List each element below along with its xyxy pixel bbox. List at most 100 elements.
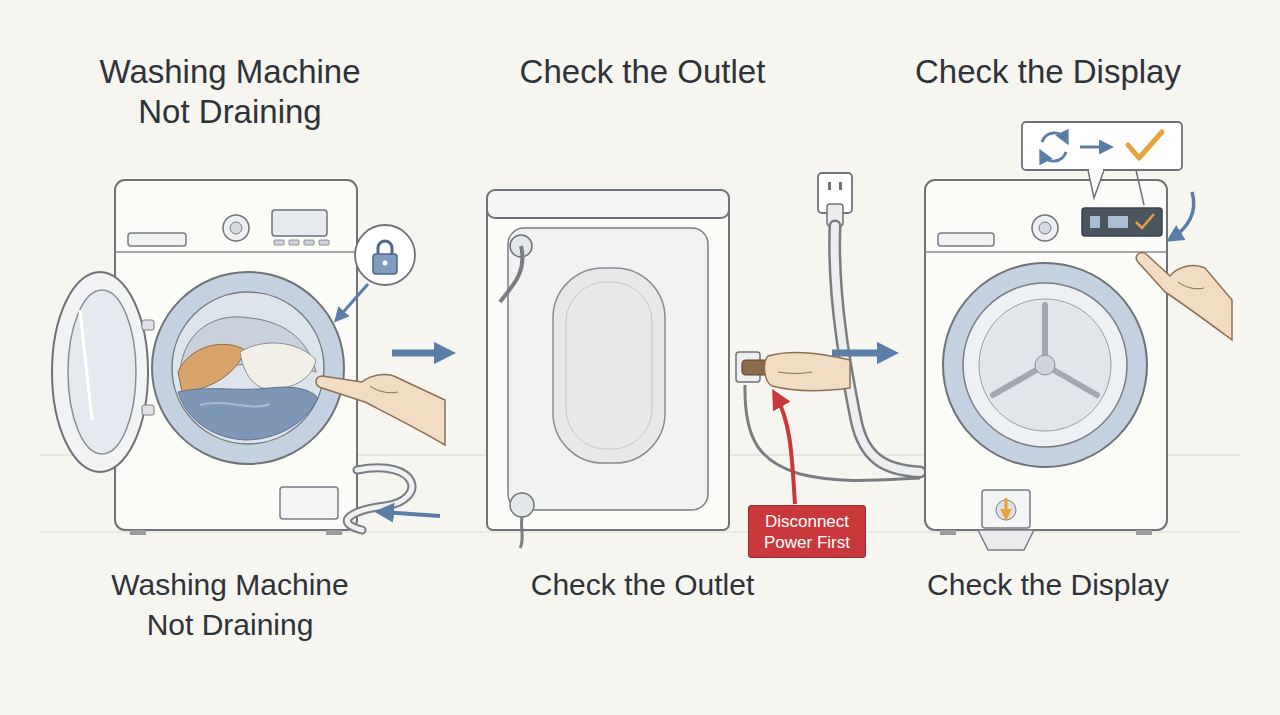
machine-foot bbox=[130, 530, 146, 535]
pointing-hand bbox=[1136, 253, 1232, 340]
step-panel: Check the DisplayCheck the Display bbox=[898, 50, 1198, 656]
lock-body bbox=[373, 254, 397, 274]
control-knob bbox=[223, 215, 249, 241]
machine-foot bbox=[1136, 530, 1152, 535]
pointer-arrow bbox=[382, 512, 440, 516]
door-ring bbox=[943, 263, 1147, 467]
drum-hub bbox=[1035, 355, 1055, 375]
check-icon bbox=[1128, 132, 1162, 158]
step-caption: Washing Machine Not Draining bbox=[90, 565, 370, 645]
back-panel bbox=[508, 228, 708, 510]
door-ring bbox=[152, 272, 344, 464]
front-loader-open bbox=[52, 180, 357, 535]
front-loader-closed bbox=[925, 180, 1167, 550]
laundry bbox=[178, 344, 245, 392]
control-knob bbox=[1032, 215, 1058, 241]
button bbox=[274, 240, 284, 245]
machine-top bbox=[487, 190, 729, 218]
display-screen bbox=[1082, 208, 1162, 236]
control-knob bbox=[230, 222, 242, 234]
hand-crease bbox=[778, 372, 812, 374]
wall-outlet bbox=[818, 173, 920, 472]
button bbox=[289, 240, 299, 245]
holding-hand bbox=[765, 353, 850, 391]
control-knob bbox=[1039, 222, 1051, 234]
door-hinge bbox=[142, 405, 154, 415]
door-hinge bbox=[142, 320, 154, 330]
machine-body bbox=[115, 180, 357, 530]
drain-hose bbox=[347, 468, 412, 530]
detergent-drawer bbox=[938, 233, 994, 246]
laundry bbox=[240, 343, 316, 389]
drain-port bbox=[510, 493, 534, 517]
button bbox=[319, 240, 329, 245]
hand-crease bbox=[370, 386, 398, 393]
panel-line bbox=[115, 251, 357, 253]
door-glass bbox=[963, 283, 1127, 447]
pointer-arrow bbox=[1005, 498, 1008, 516]
machine-foot bbox=[940, 530, 956, 535]
display-icon bbox=[1108, 216, 1128, 228]
drain-hose bbox=[520, 517, 522, 548]
step-caption: Check the Outlet bbox=[455, 565, 830, 605]
back-recess bbox=[553, 268, 665, 463]
hatch-flap bbox=[978, 530, 1034, 550]
drum-opening bbox=[172, 292, 324, 444]
step-panel: Check the OutletCheck the OutletDisconne… bbox=[455, 50, 830, 656]
machine-body bbox=[487, 205, 729, 530]
step-title: Check the Outlet bbox=[455, 52, 830, 92]
laundry bbox=[178, 387, 318, 440]
appliance-cord bbox=[745, 385, 920, 481]
machine-back bbox=[487, 190, 760, 548]
outlet-slot bbox=[828, 182, 831, 190]
step-title: Washing Machine Not Draining bbox=[85, 52, 375, 132]
hand-crease bbox=[1178, 282, 1204, 289]
drum bbox=[979, 299, 1111, 431]
step-panel: Washing Machine Not DrainingWashing Mach… bbox=[70, 50, 390, 656]
step-caption: Check the Display bbox=[898, 565, 1198, 605]
machine-body bbox=[925, 180, 1167, 530]
cycle-icon bbox=[1042, 152, 1066, 161]
bubble-box bbox=[1022, 122, 1182, 170]
machine-foot bbox=[326, 530, 342, 535]
glass-shine bbox=[80, 310, 92, 420]
drain-hose bbox=[347, 468, 412, 530]
bubble-tail bbox=[1136, 170, 1144, 205]
filter-hatch bbox=[280, 487, 338, 519]
open-door bbox=[52, 272, 148, 472]
power-cord bbox=[835, 226, 920, 472]
door-glass bbox=[68, 290, 136, 454]
flow-arrow-icon bbox=[1080, 146, 1108, 149]
warning-callout: Disconnect Power First bbox=[748, 505, 866, 558]
flow-arrow bbox=[832, 350, 888, 357]
bubble-gap bbox=[1089, 167, 1103, 172]
display-icon bbox=[1090, 216, 1100, 228]
outlet-slot bbox=[839, 182, 842, 190]
pointing-hand bbox=[316, 375, 445, 445]
keyhole bbox=[383, 261, 388, 266]
door-lock-callout bbox=[338, 225, 415, 318]
inlet-hose bbox=[500, 246, 522, 302]
laundry-fold bbox=[200, 403, 270, 407]
bubble-tail bbox=[1088, 170, 1104, 198]
back-recess bbox=[566, 282, 652, 449]
display-screen bbox=[272, 210, 327, 236]
drum-spokes bbox=[993, 305, 1097, 395]
pointer-arrow bbox=[338, 284, 368, 318]
warning-pointer bbox=[776, 396, 795, 504]
lock-badge bbox=[355, 225, 415, 285]
display-check bbox=[1136, 214, 1154, 228]
step-title: Check the Display bbox=[898, 52, 1198, 92]
warning-text: Disconnect Power First bbox=[749, 509, 865, 555]
pointer-arrow bbox=[1172, 192, 1194, 238]
flow-arrow bbox=[392, 350, 445, 357]
button bbox=[304, 240, 314, 245]
cycle-icon bbox=[1042, 133, 1066, 142]
lock-shackle bbox=[378, 241, 392, 255]
display-bubble bbox=[1022, 122, 1182, 205]
panel-line bbox=[925, 251, 1167, 253]
detergent-drawer bbox=[128, 233, 186, 246]
filter-hatch bbox=[982, 490, 1030, 528]
power-cord bbox=[835, 226, 920, 472]
